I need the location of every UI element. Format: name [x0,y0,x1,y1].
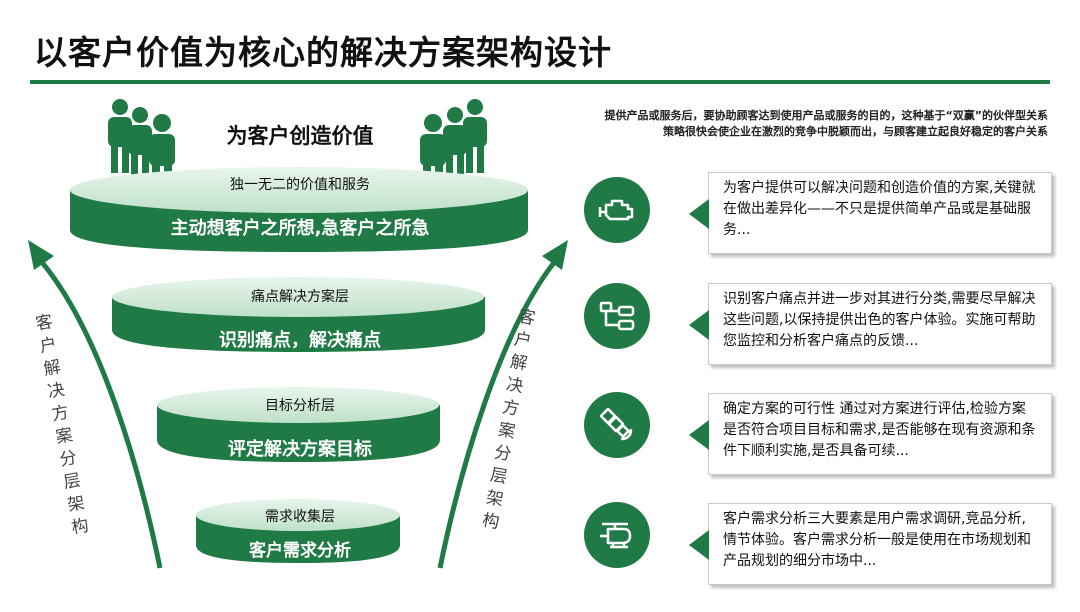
card-4-text: 客户需求分析三大要素是用户需求调研,竞品分析,情节体验。客户需求分析一般是使用在… [723,511,1031,569]
tier-2-sub: 痛点解决方案层 [251,289,349,305]
card-4: 客户需求分析三大要素是用户需求调研,竞品分析,情节体验。客户需求分析一般是使用在… [689,503,1052,585]
funnel-tier-1 [70,167,528,252]
right-arrow [437,240,568,569]
card-1-icon-circle [584,177,650,243]
engine-icon [598,199,634,221]
tier-4-sub: 需求收集层 [265,509,335,525]
funnel-diagram: 为客户创造价值 独一无二的价值和服务 主动想客户之所想,急客户之所急 痛点解决方… [0,90,590,608]
card-1-text: 为客户提供可以解决问题和创造价值的方案,关键就在做出差异化——不只是提供简单产品… [723,180,1036,238]
flowchart-icon [599,301,635,331]
funnel-tier-3 [157,387,440,462]
tier-1-sub: 独一无二的价值和服务 [230,177,370,193]
tier-3-main: 评定解决方案目标 [228,439,372,460]
card-2: 识别客户痛点并进一步对其进行分类,需要尽早解决这些问题,以保持提供出色的客户体验… [689,283,1052,365]
funnel-tier-2 [112,277,485,352]
card-2-icon-circle [584,283,650,349]
funnel-graphics [28,99,568,569]
title-divider [30,80,1050,84]
tier-1-main: 主动想客户之所想,急客户之所急 [170,218,430,239]
people-icon [420,99,487,194]
page-title: 以客户价值为核心的解决方案架构设计 [34,33,612,72]
card-1: 为客户提供可以解决问题和创造价值的方案,关键就在做出差异化——不只是提供简单产品… [689,172,1052,254]
card-3-icon-circle [584,392,650,458]
helicopter-icon [600,522,632,549]
card-3-text: 确定方案的可行性 通过对方案进行评估,检验方案是否符合项目目标和需求,是否能够在… [723,401,1036,459]
tier-2-main: 识别痛点，解决痛点 [219,330,381,351]
intro-paragraph: 提供产品或服务后，要协助顾客达到使用产品或服务的目的，这种基于“双赢”的伙伴型关… [604,109,1048,138]
card-3: 确定方案的可行性 通过对方案进行评估,检验方案是否符合项目目标和需求,是否能够在… [689,393,1052,475]
left-arrow [28,240,163,569]
tier-4-main: 客户需求分析 [249,541,351,561]
card-4-icon-circle [584,502,650,568]
funnel-top-heading: 为客户创造价值 [226,124,374,148]
card-2-text: 识别客户痛点并进一步对其进行分类,需要尽早解决这些问题,以保持提供出色的客户体验… [723,291,1036,349]
funnel-tier-4 [196,499,400,563]
satellite-icon [599,407,633,441]
tier-3-sub: 目标分析层 [265,398,335,414]
